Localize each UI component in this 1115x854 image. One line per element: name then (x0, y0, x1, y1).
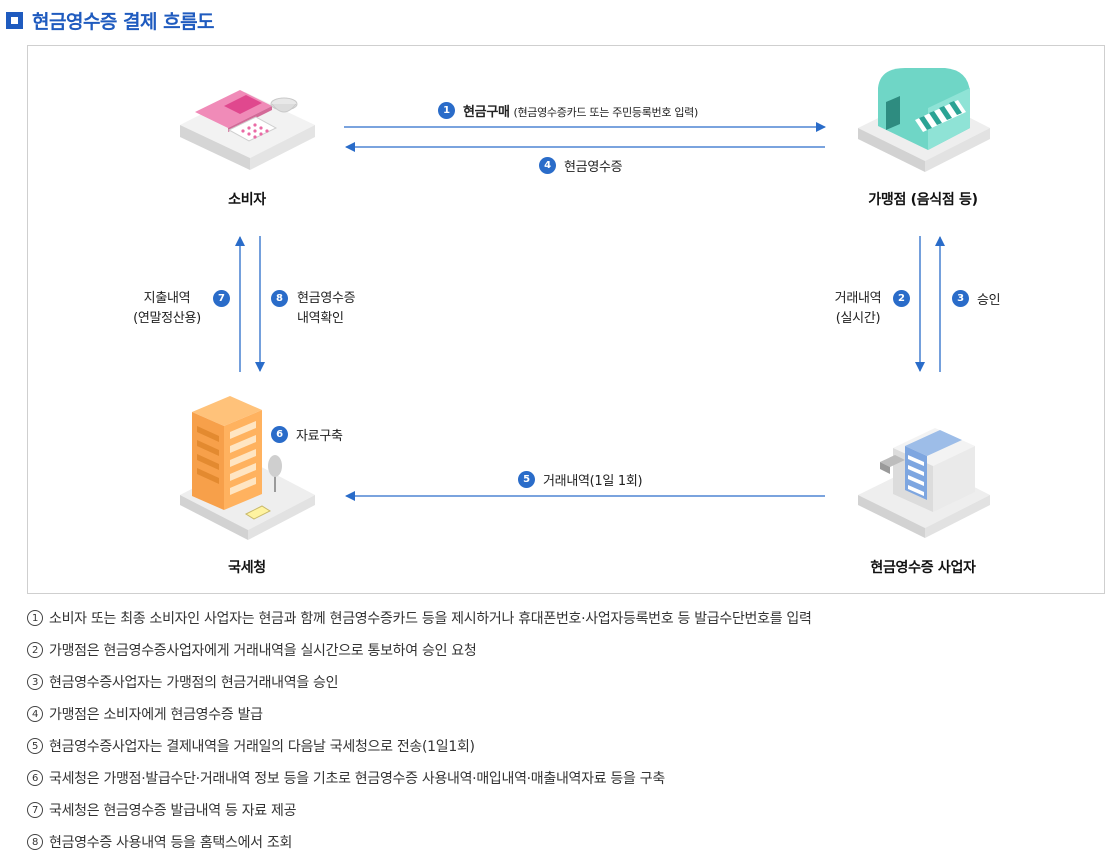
notes-list: 1 소비자 또는 최종 소비자인 사업자는 현금과 함께 현금영수증카드 등을 제… (27, 602, 1107, 854)
node-merchant: 가맹점 (음식점 등) (868, 192, 978, 208)
node-provider: 현금영수증 사업자 (870, 560, 976, 576)
note-text: 가맹점은 현금영수증사업자에게 거래내역을 실시간으로 통보하여 승인 요청 (49, 643, 477, 659)
step-3-label: 3 승인 (952, 289, 1001, 308)
note-number: 2 (27, 642, 43, 658)
note-item: 2 가맹점은 현금영수증사업자에게 거래내역을 실시간으로 통보하여 승인 요청 (27, 634, 1107, 666)
step-8-badge: 8 (271, 290, 288, 307)
note-text: 국세청은 가맹점·발급수단·거래내역 정보 등을 기초로 현금영수증 사용내역·… (49, 771, 665, 787)
page-title: 현금영수증 결제 흐름도 (32, 10, 215, 33)
node-nts: 국세청 (228, 560, 266, 576)
step-4-text: 현금영수증 (564, 160, 623, 175)
note-item: 6 국세청은 가맹점·발급수단·거래내역 정보 등을 기초로 현금영수증 사용내역… (27, 762, 1107, 794)
flow-diagram (180, 68, 990, 540)
step-2-line2: (실시간) (835, 311, 881, 326)
note-text: 가맹점은 소비자에게 현금영수증 발급 (49, 707, 263, 723)
step-7-badge: 7 (213, 290, 230, 307)
note-text: 소비자 또는 최종 소비자인 사업자는 현금과 함께 현금영수증카드 등을 제시… (49, 611, 812, 627)
provider-illustration-icon (858, 428, 990, 538)
step-1-badge: 1 (438, 102, 455, 119)
nts-illustration-icon (180, 396, 315, 540)
page-title-bar: 현금영수증 결제 흐름도 (6, 8, 215, 33)
note-text: 현금영수증사업자는 가맹점의 현금거래내역을 승인 (49, 675, 339, 691)
step-7-line1: 지출내역 (143, 291, 191, 306)
step-4-label: 4 현금영수증 (539, 156, 623, 175)
step-2-badge: 2 (893, 290, 910, 307)
note-number: 8 (27, 834, 43, 850)
note-text: 현금영수증사업자는 결제내역을 거래일의 다음날 국세청으로 전송(1일1회) (49, 739, 475, 755)
step-8-line1: 현금영수증 (297, 291, 356, 306)
note-number: 3 (27, 674, 43, 690)
step-7-text: 지출내역 (연말정산용) (126, 289, 208, 329)
note-item: 3 현금영수증사업자는 가맹점의 현금거래내역을 승인 (27, 666, 1107, 698)
step-1-main: 현금구매 (463, 105, 510, 120)
note-number: 1 (27, 610, 43, 626)
step-8-text: 현금영수증 내역확인 (297, 289, 356, 329)
step-5-text: 거래내역(1일 1회) (543, 474, 643, 489)
note-text: 현금영수증 사용내역 등을 홈택스에서 조회 (49, 835, 293, 851)
step-4-badge: 4 (539, 157, 556, 174)
step-1-label: 1 현금구매 (현금영수증카드 또는 주민등록번호 입력) (438, 101, 698, 120)
step-2-text: 거래내역 (실시간) (829, 289, 887, 329)
note-number: 7 (27, 802, 43, 818)
merchant-illustration-icon (858, 68, 990, 172)
step-3-badge: 3 (952, 290, 969, 307)
step-1-sub: (현금영수증카드 또는 주민등록번호 입력) (513, 106, 698, 119)
step-5-badge: 5 (518, 471, 535, 488)
note-item: 4 가맹점은 소비자에게 현금영수증 발급 (27, 698, 1107, 730)
step-5-label: 5 거래내역(1일 1회) (518, 470, 643, 489)
node-consumer: 소비자 (228, 192, 266, 208)
step-7-line2: (연말정산용) (133, 311, 201, 326)
diagram-frame (27, 45, 1105, 594)
step-6-label: 6 자료구축 (271, 425, 343, 444)
note-item: 5 현금영수증사업자는 결제내역을 거래일의 다음날 국세청으로 전송(1일1회) (27, 730, 1107, 762)
note-number: 4 (27, 706, 43, 722)
step-3-text: 승인 (977, 293, 1001, 308)
note-item: 1 소비자 또는 최종 소비자인 사업자는 현금과 함께 현금영수증카드 등을 제… (27, 602, 1107, 634)
note-item: 8 현금영수증 사용내역 등을 홈택스에서 조회 (27, 826, 1107, 854)
step-8-line2: 내역확인 (297, 311, 344, 326)
step-6-badge: 6 (271, 426, 288, 443)
consumer-illustration-icon (180, 90, 315, 170)
note-item: 7 국세청은 현금영수증 발급내역 등 자료 제공 (27, 794, 1107, 826)
step-2-line1: 거래내역 (834, 291, 882, 306)
note-text: 국세청은 현금영수증 발급내역 등 자료 제공 (49, 803, 297, 819)
note-number: 6 (27, 770, 43, 786)
note-number: 5 (27, 738, 43, 754)
step-6-text: 자료구축 (296, 429, 343, 444)
title-square-icon (6, 11, 23, 29)
